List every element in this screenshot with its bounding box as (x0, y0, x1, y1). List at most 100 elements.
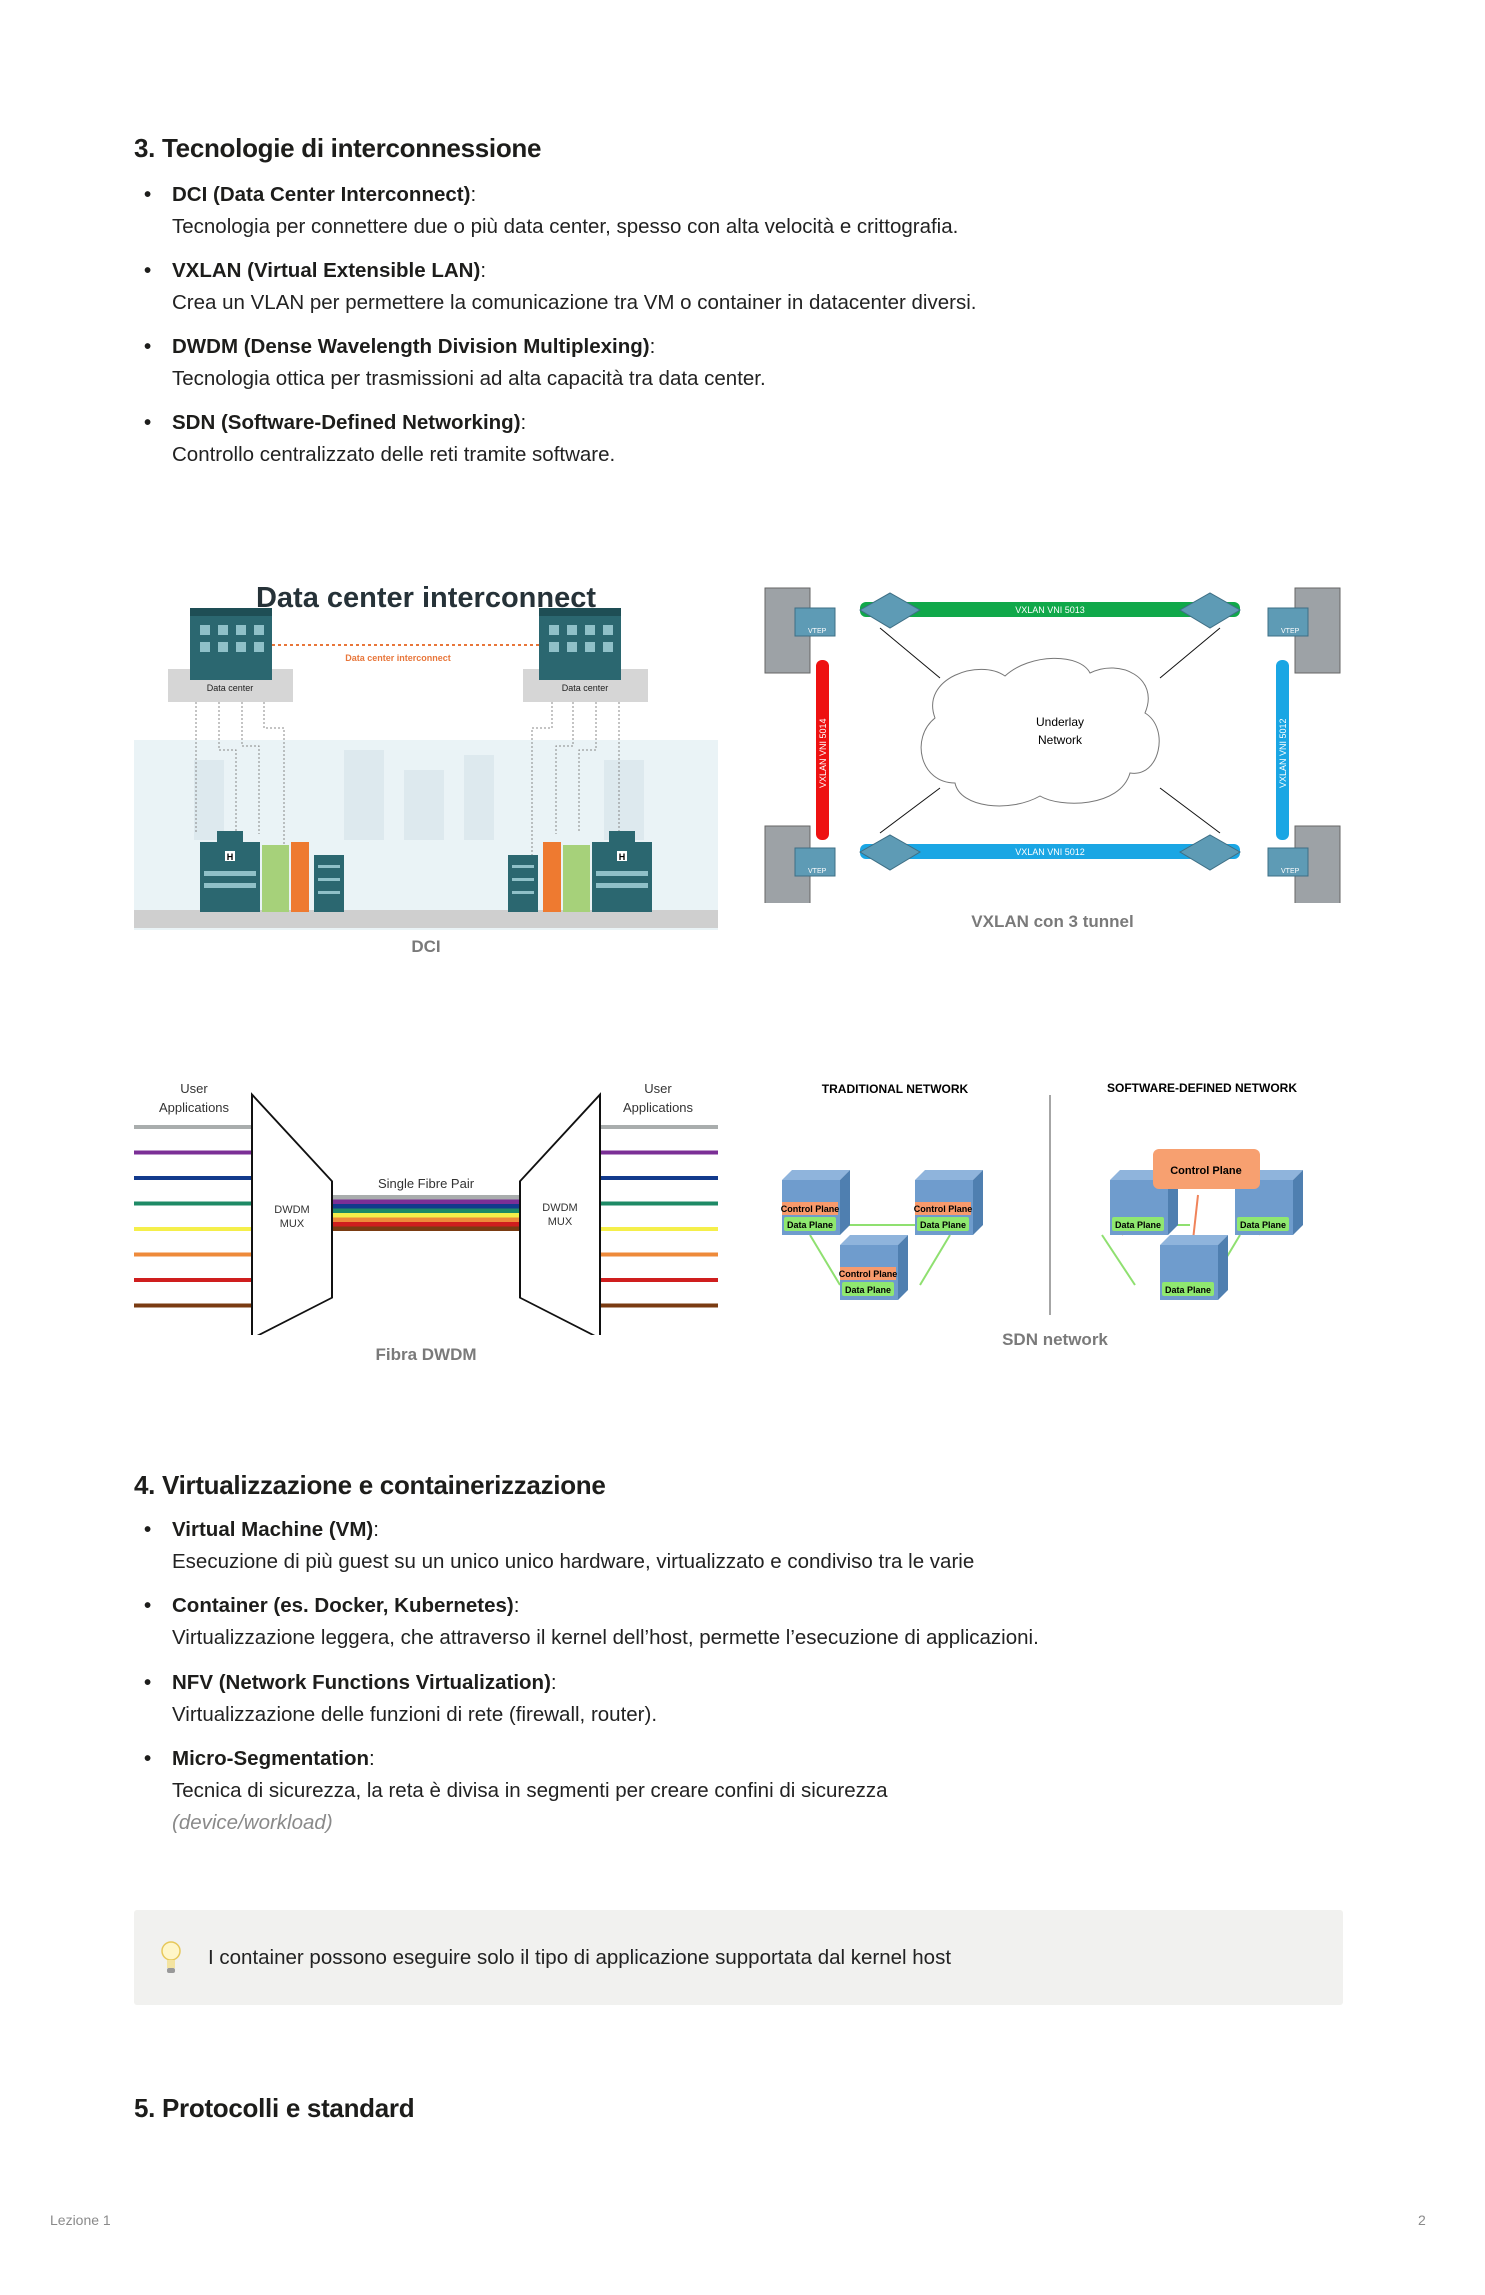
list-item-container: Container (es. Docker, Kubernetes): (144, 1594, 519, 1618)
tunnel-5014-label: VXLAN VNI 5014 (818, 718, 828, 788)
cloud-label-2: Network (1038, 733, 1083, 747)
vxlan-figure: Underlay Network VXLAN VNI 5013 VXLAN VN… (764, 587, 1341, 903)
control-plane-label: Control Plane (839, 1269, 898, 1279)
term: SDN (Software-Defined Networking) (172, 411, 521, 434)
dwdm-figure: User Applications User Applications Sing… (134, 1081, 718, 1335)
hospital-letter-left: H (227, 852, 234, 862)
channel-line (600, 1278, 718, 1282)
fibre-strand (332, 1208, 520, 1213)
fibre-label: Single Fibre Pair (378, 1176, 475, 1191)
dci-link-label: Data center interconnect (345, 653, 451, 663)
data-plane-label: Data Plane (920, 1220, 966, 1230)
term: Container (es. Docker, Kubernetes) (172, 1594, 514, 1617)
dwdm-description: Tecnologia ottica per trasmissioni ad al… (172, 367, 766, 390)
footer-doc-title: Lezione 1 (50, 2212, 111, 2228)
sdn-description: Controllo centralizzato delle reti trami… (172, 443, 616, 466)
vm-description: Esecuzione di più guest su un unico unic… (172, 1550, 975, 1573)
tunnel-5012-right-label: VXLAN VNI 5012 (1278, 718, 1288, 788)
section-3-heading: 3. Tecnologie di interconnessione (134, 133, 542, 163)
mux-left-label-1: DWDM (274, 1204, 309, 1216)
fibre-strand (332, 1217, 520, 1222)
fibre-bundle (332, 1195, 520, 1231)
term: DWDM (Dense Wavelength Division Multiple… (172, 335, 650, 358)
list-item-nfv: NFV (Network Functions Virtualization): (144, 1671, 557, 1695)
list-item-sdn: SDN (Software-Defined Networking): (144, 411, 526, 435)
control-plane-label: Control Plane (1170, 1165, 1242, 1177)
channel-lines (134, 1125, 718, 1308)
microseg-note: (device/workload) (172, 1811, 333, 1834)
data-plane-label: Data Plane (1165, 1285, 1211, 1295)
channel-line (134, 1150, 252, 1155)
page-number: 2 (1418, 2212, 1426, 2228)
sdn-switch: Data Plane (1160, 1235, 1228, 1300)
list-item-dci: DCI (Data Center Interconnect): (144, 183, 476, 207)
dc-label-left: Data center (207, 683, 254, 693)
sdn-title: SOFTWARE-DEFINED NETWORK (1107, 1081, 1297, 1095)
control-plane-label: Control Plane (914, 1204, 973, 1214)
dci-caption: DCI (411, 937, 441, 956)
tunnel-5014 (816, 660, 829, 840)
tunnel-5012-bottom (860, 844, 1240, 859)
channel-line (600, 1201, 718, 1206)
channel-line (134, 1227, 252, 1231)
vxlan-description: Crea un VLAN per permettere la comunicaz… (172, 291, 977, 314)
dwdm-caption: Fibra DWDM (375, 1345, 477, 1364)
callout-text: I container possono eseguire solo il tip… (208, 1946, 952, 1969)
list-item-microseg: Micro-Segmentation: (144, 1747, 375, 1771)
data-plane-label: Data Plane (787, 1220, 833, 1230)
channel-line (134, 1303, 252, 1308)
vtep-label: VTEP (808, 628, 827, 635)
dci-figure: Data center interconnect Data center int… (134, 582, 718, 930)
sdn-control-plane (1153, 1149, 1260, 1189)
fibre-strand (332, 1195, 520, 1200)
section-4-heading: 4. Virtualizzazione e containerizzazione (134, 1470, 606, 1500)
tunnel-5012-right (1276, 660, 1289, 840)
hospital-letter-right: H (619, 852, 626, 862)
data-plane-label: Data Plane (1240, 1220, 1286, 1230)
vxlan-caption: VXLAN con 3 tunnel (971, 912, 1134, 931)
vtep-label: VTEP (1281, 868, 1300, 875)
lightbulb-icon (161, 1941, 181, 1973)
tunnel-5013-label: VXLAN VNI 5013 (1015, 605, 1085, 615)
section-5-heading: 5. Protocolli e standard (134, 2093, 415, 2123)
tunnel-5012-bottom-label: VXLAN VNI 5012 (1015, 847, 1085, 857)
user-apps-label-right: Applications (623, 1100, 694, 1115)
mux-left (251, 1092, 333, 1335)
term: NFV (Network Functions Virtualization) (172, 1671, 551, 1694)
vtep-label: VTEP (1281, 628, 1300, 635)
mux-left-label-2: MUX (280, 1218, 305, 1230)
user-label-right: User (644, 1081, 672, 1096)
channel-line (600, 1303, 718, 1308)
channel-line (134, 1201, 252, 1206)
container-description: Virtualizzazione leggera, che attraverso… (172, 1626, 1039, 1649)
traditional-title: TRADITIONAL NETWORK (822, 1082, 969, 1096)
control-plane-label: Control Plane (781, 1204, 840, 1214)
channel-line (134, 1125, 252, 1129)
list-item-vxlan: VXLAN (Virtual Extensible LAN): (144, 259, 486, 283)
user-apps-label-left: Applications (159, 1100, 230, 1115)
fibre-strand (332, 1204, 520, 1209)
sdn-figure: TRADITIONAL NETWORK SOFTWARE-DEFINED NET… (781, 1081, 1303, 1315)
fibre-strand (332, 1222, 520, 1227)
list-item-vm: Virtual Machine (VM): (144, 1518, 379, 1542)
channel-line (134, 1252, 252, 1257)
mux-right (519, 1092, 601, 1335)
tunnel-5013 (860, 602, 1240, 617)
channel-line (134, 1278, 252, 1282)
channel-line (600, 1176, 718, 1180)
term: DCI (Data Center Interconnect) (172, 183, 471, 206)
microseg-description: Tecnica di sicurezza, la reta è divisa i… (172, 1779, 888, 1802)
fibre-strand (332, 1213, 520, 1218)
vtep-label: VTEP (808, 868, 827, 875)
dc-label-right: Data center (562, 683, 609, 693)
list-item-dwdm: DWDM (Dense Wavelength Division Multiple… (144, 335, 655, 359)
fibre-strand (332, 1199, 520, 1204)
channel-line (600, 1252, 718, 1257)
mux-right-label-2: MUX (548, 1216, 573, 1228)
sdn-caption: SDN network (1002, 1330, 1108, 1349)
fibre-strand (332, 1226, 520, 1231)
channel-line (600, 1227, 718, 1231)
channel-line (600, 1150, 718, 1155)
